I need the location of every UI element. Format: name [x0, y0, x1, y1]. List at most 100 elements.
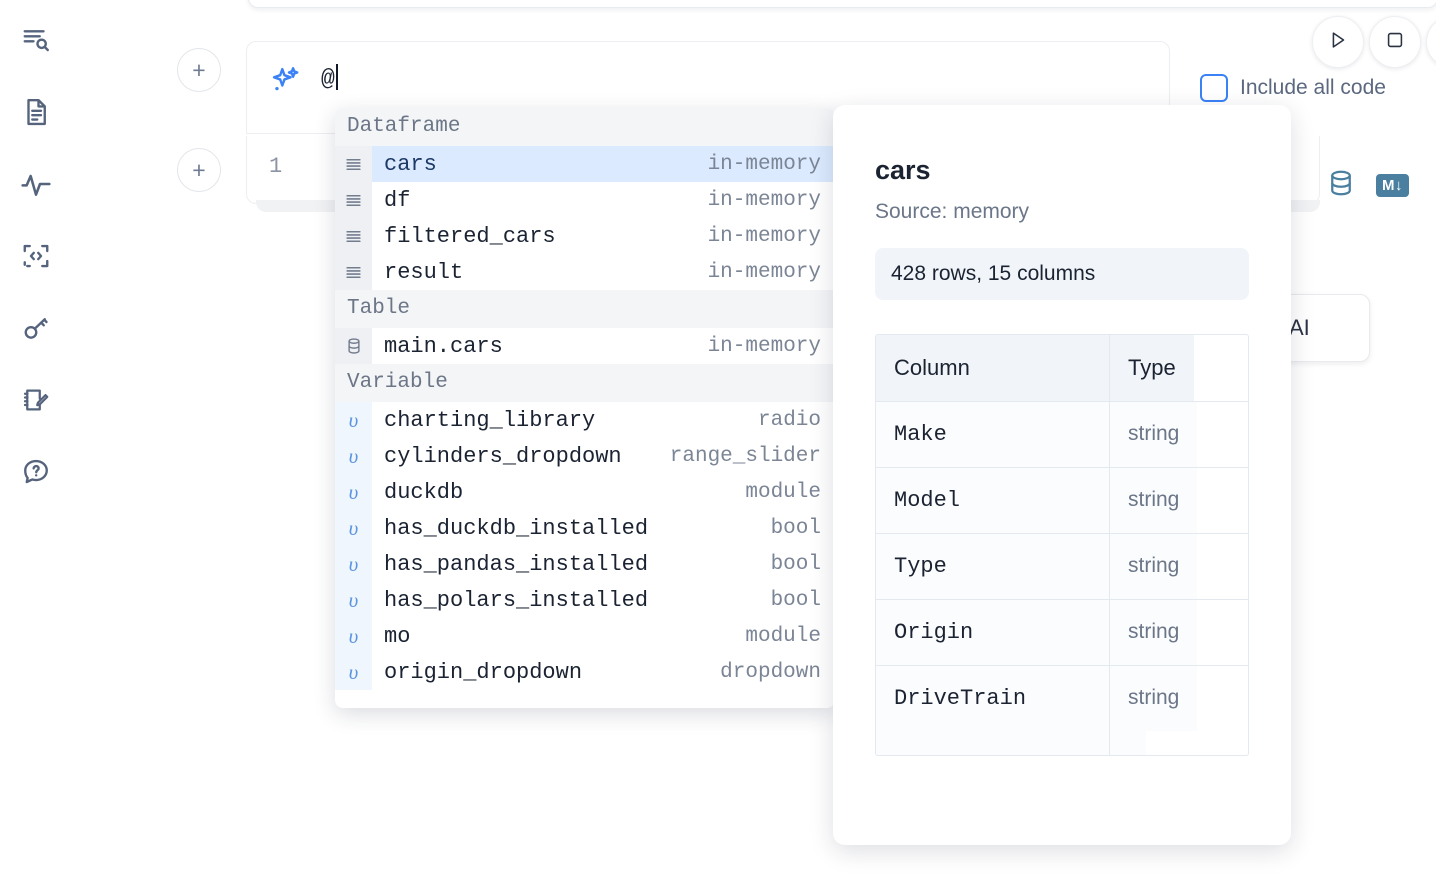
table-row: Makestring	[876, 402, 1248, 468]
autocomplete-option[interactable]: υhas_duckdb_installedbool	[335, 510, 835, 546]
text-caret	[336, 64, 338, 90]
add-cell-button-bottom[interactable]: +	[177, 148, 221, 192]
file-text-icon	[21, 97, 51, 127]
variable-icon: υ	[335, 654, 372, 690]
column-header-column: Column	[876, 335, 1110, 401]
autocomplete-option-meta: bool	[771, 553, 821, 576]
autocomplete-option-name: mo	[372, 624, 410, 649]
variable-icon: υ	[335, 582, 372, 618]
autocomplete-option[interactable]: result in-memory	[335, 254, 835, 290]
dataframe-icon	[335, 182, 372, 218]
dataframe-icon	[335, 146, 372, 182]
ai-suggestion-label: AI	[1289, 315, 1310, 341]
variable-icon: υ	[335, 474, 372, 510]
cell-toolbar: M↓	[1326, 168, 1409, 203]
schema-column-type: string	[1110, 600, 1197, 665]
autocomplete-option[interactable]: υhas_polars_installed bool	[335, 582, 835, 618]
table-header-row: Column Type	[876, 335, 1248, 402]
database-icon[interactable]	[1326, 168, 1356, 203]
sidebar-item-help[interactable]	[14, 450, 58, 494]
autocomplete-option-name: filtered_cars	[372, 224, 556, 249]
dataframe-detail-popover: cars Source: memory 428 rows, 15 columns…	[833, 105, 1291, 845]
ai-prompt-value: @	[321, 66, 335, 92]
autocomplete-option-meta: bool	[771, 589, 821, 612]
autocomplete-option[interactable]: υcylinders_dropdownrange_slider	[335, 438, 835, 474]
autocomplete-option-name: has_duckdb_installed	[372, 516, 648, 541]
play-icon	[1327, 29, 1349, 56]
autocomplete-option[interactable]: υorigin_dropdowndropdown	[335, 654, 835, 690]
schema-column-name: DriveTrain	[876, 666, 1110, 731]
code-brackets-icon	[21, 241, 51, 271]
previous-cell-card	[248, 0, 1436, 8]
schema-column-name: Origin	[876, 600, 1110, 665]
table-row: DriveTrainstring	[876, 666, 1248, 731]
include-all-code-checkbox[interactable]	[1200, 74, 1228, 102]
add-cell-button-top[interactable]: +	[177, 48, 221, 92]
table-row: Modelstring	[876, 468, 1248, 534]
ai-prompt-input[interactable]: @	[321, 64, 338, 92]
sidebar-item-file[interactable]	[14, 90, 58, 134]
detail-shape-badge: 428 rows, 15 columns	[875, 248, 1249, 300]
autocomplete-option[interactable]: υmomodule	[335, 618, 835, 654]
autocomplete-option-name: cars	[372, 152, 437, 177]
sidebar-rail	[0, 0, 72, 874]
overflow-button[interactable]	[1426, 16, 1436, 68]
schema-column-type: string	[1110, 666, 1197, 731]
dataframe-icon	[335, 254, 372, 290]
include-all-code-label: Include all code	[1240, 76, 1386, 100]
autocomplete-option-meta: in-memory	[708, 225, 821, 248]
square-stop-icon	[1384, 29, 1406, 56]
schema-column-type: string	[1110, 534, 1197, 599]
autocomplete-option-meta: module	[745, 625, 821, 648]
autocomplete-option-name: charting_library	[372, 408, 595, 433]
autocomplete-option[interactable]: υcharting_libraryradio	[335, 402, 835, 438]
autocomplete-option-name: result	[372, 260, 463, 285]
column-header-type: Type	[1110, 335, 1194, 401]
autocomplete-option-name: origin_dropdown	[372, 660, 582, 685]
sidebar-item-snippets[interactable]	[14, 234, 58, 278]
autocomplete-option-name: main.cars	[372, 334, 503, 359]
sidebar-item-scratchpad[interactable]	[14, 378, 58, 422]
markdown-icon[interactable]: M↓	[1376, 174, 1409, 197]
autocomplete-section-header: Dataframe	[335, 108, 835, 146]
table-row: Originstring	[876, 600, 1248, 666]
autocomplete-option-name: has_polars_installed	[372, 588, 648, 613]
autocomplete-option[interactable]: υhas_pandas_installed bool	[335, 546, 835, 582]
autocomplete-section-header: Table	[335, 290, 835, 328]
autocomplete-option[interactable]: main.carsin-memory	[335, 328, 835, 364]
help-chat-icon	[21, 457, 51, 487]
key-icon	[21, 313, 51, 343]
activity-pulse-icon	[20, 168, 52, 200]
sidebar-item-activity[interactable]	[14, 162, 58, 206]
autocomplete-option-name: duckdb	[372, 480, 463, 505]
run-button[interactable]	[1312, 16, 1364, 68]
sidebar-item-secrets[interactable]	[14, 306, 58, 350]
variable-icon: υ	[335, 546, 372, 582]
stop-button[interactable]	[1369, 16, 1421, 68]
schema-column-name: Make	[876, 402, 1110, 467]
sidebar-item-outline[interactable]	[14, 18, 58, 62]
autocomplete-option-meta: in-memory	[708, 261, 821, 284]
autocomplete-option-name: cylinders_dropdown	[372, 444, 622, 469]
autocomplete-option[interactable]: υduckdb module	[335, 474, 835, 510]
detail-title: cars	[875, 155, 1249, 186]
sparkle-icon	[269, 64, 303, 98]
autocomplete-option[interactable]: cars in-memory	[335, 146, 835, 182]
schema-column-type: string	[1110, 468, 1197, 533]
dataframe-icon	[335, 218, 372, 254]
schema-column-type: string	[1110, 402, 1197, 467]
autocomplete-dropdown[interactable]: Dataframecarsin-memorydfin-memoryfiltere…	[335, 108, 835, 708]
line-number: 1	[269, 154, 282, 179]
autocomplete-option[interactable]: filtered_cars in-memory	[335, 218, 835, 254]
detail-schema-table: Column Type MakestringModelstringTypestr…	[875, 334, 1249, 756]
schema-column-name: Type	[876, 534, 1110, 599]
autocomplete-option-name: has_pandas_installed	[372, 552, 648, 577]
autocomplete-option-meta: in-memory	[708, 189, 821, 212]
variable-icon: υ	[335, 402, 372, 438]
include-all-code-row[interactable]: Include all code	[1200, 74, 1386, 102]
autocomplete-option[interactable]: dfin-memory	[335, 182, 835, 218]
autocomplete-option-meta: in-memory	[708, 153, 821, 176]
table-row: Typestring	[876, 534, 1248, 600]
autocomplete-option-meta: module	[745, 481, 821, 504]
